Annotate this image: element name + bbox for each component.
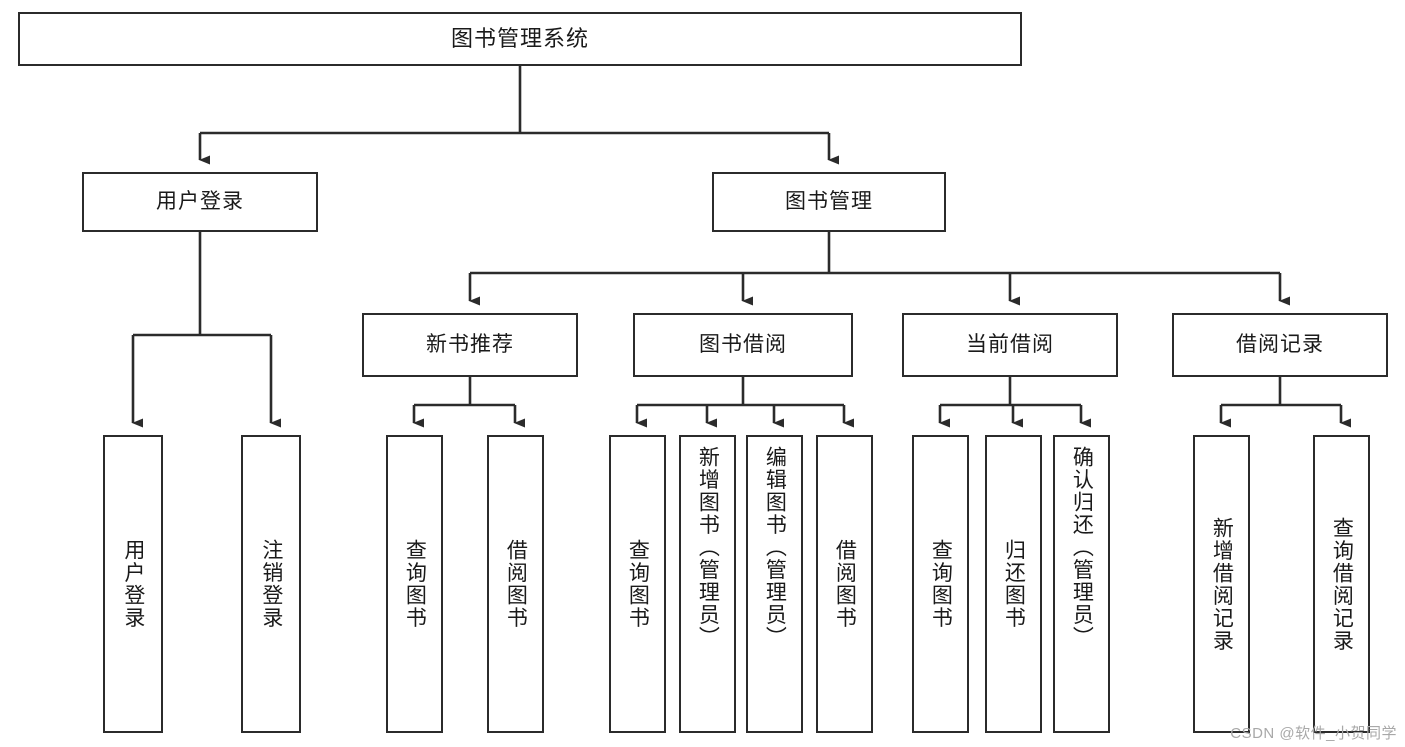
leaf-return-book[interactable]: 归还图书	[985, 435, 1042, 733]
node-borrow-record[interactable]: 借阅记录	[1172, 313, 1388, 377]
leaf-confirm-return-admin[interactable]: 确认归还（管理员）	[1053, 435, 1110, 733]
node-label: 图书借阅	[699, 332, 787, 356]
node-label: 注销登录	[259, 539, 283, 629]
node-label: 归还图书	[1002, 539, 1026, 629]
node-label: 图书管理系统	[450, 26, 589, 52]
leaf-add-borrow-record[interactable]: 新增借阅记录	[1193, 435, 1250, 733]
node-current-borrow[interactable]: 当前借阅	[902, 313, 1118, 377]
node-label: 编辑图书（管理员）	[763, 446, 787, 649]
leaf-query-book-borrow[interactable]: 查询图书	[609, 435, 666, 733]
node-label: 新书推荐	[426, 332, 514, 356]
node-label: 借阅图书	[504, 539, 528, 629]
node-label: 用户登录	[156, 189, 244, 213]
node-label: 查询图书	[929, 539, 953, 629]
leaf-query-book-current[interactable]: 查询图书	[912, 435, 969, 733]
node-label: 查询图书	[403, 539, 427, 629]
node-label: 借阅图书	[833, 539, 857, 629]
leaf-query-borrow-record[interactable]: 查询借阅记录	[1313, 435, 1370, 733]
node-label: 查询图书	[626, 539, 650, 629]
leaf-logout-login[interactable]: 注销登录	[241, 435, 301, 733]
node-book-borrow[interactable]: 图书借阅	[633, 313, 853, 377]
leaf-query-book-recommend[interactable]: 查询图书	[386, 435, 443, 733]
node-label: 图书管理	[785, 189, 873, 213]
node-label: 新增借阅记录	[1210, 516, 1234, 652]
node-label: 新增图书（管理员）	[696, 446, 720, 649]
csdn-watermark: CSDN @软件_小贺同学	[1230, 725, 1397, 742]
node-label: 当前借阅	[966, 332, 1054, 356]
leaf-borrow-book-borrow[interactable]: 借阅图书	[816, 435, 873, 733]
node-label: 借阅记录	[1236, 332, 1324, 356]
node-root-system[interactable]: 图书管理系统	[18, 12, 1022, 66]
node-user-login[interactable]: 用户登录	[82, 172, 318, 232]
leaf-borrow-book-recommend[interactable]: 借阅图书	[487, 435, 544, 733]
leaf-add-book-admin[interactable]: 新增图书（管理员）	[679, 435, 736, 733]
node-new-book-recommend[interactable]: 新书推荐	[362, 313, 578, 377]
node-label: 用户登录	[121, 539, 145, 629]
leaf-user-login[interactable]: 用户登录	[103, 435, 163, 733]
leaf-edit-book-admin[interactable]: 编辑图书（管理员）	[746, 435, 803, 733]
node-book-manage[interactable]: 图书管理	[712, 172, 946, 232]
node-label: 确认归还（管理员）	[1070, 446, 1094, 649]
node-label: 查询借阅记录	[1330, 516, 1354, 652]
